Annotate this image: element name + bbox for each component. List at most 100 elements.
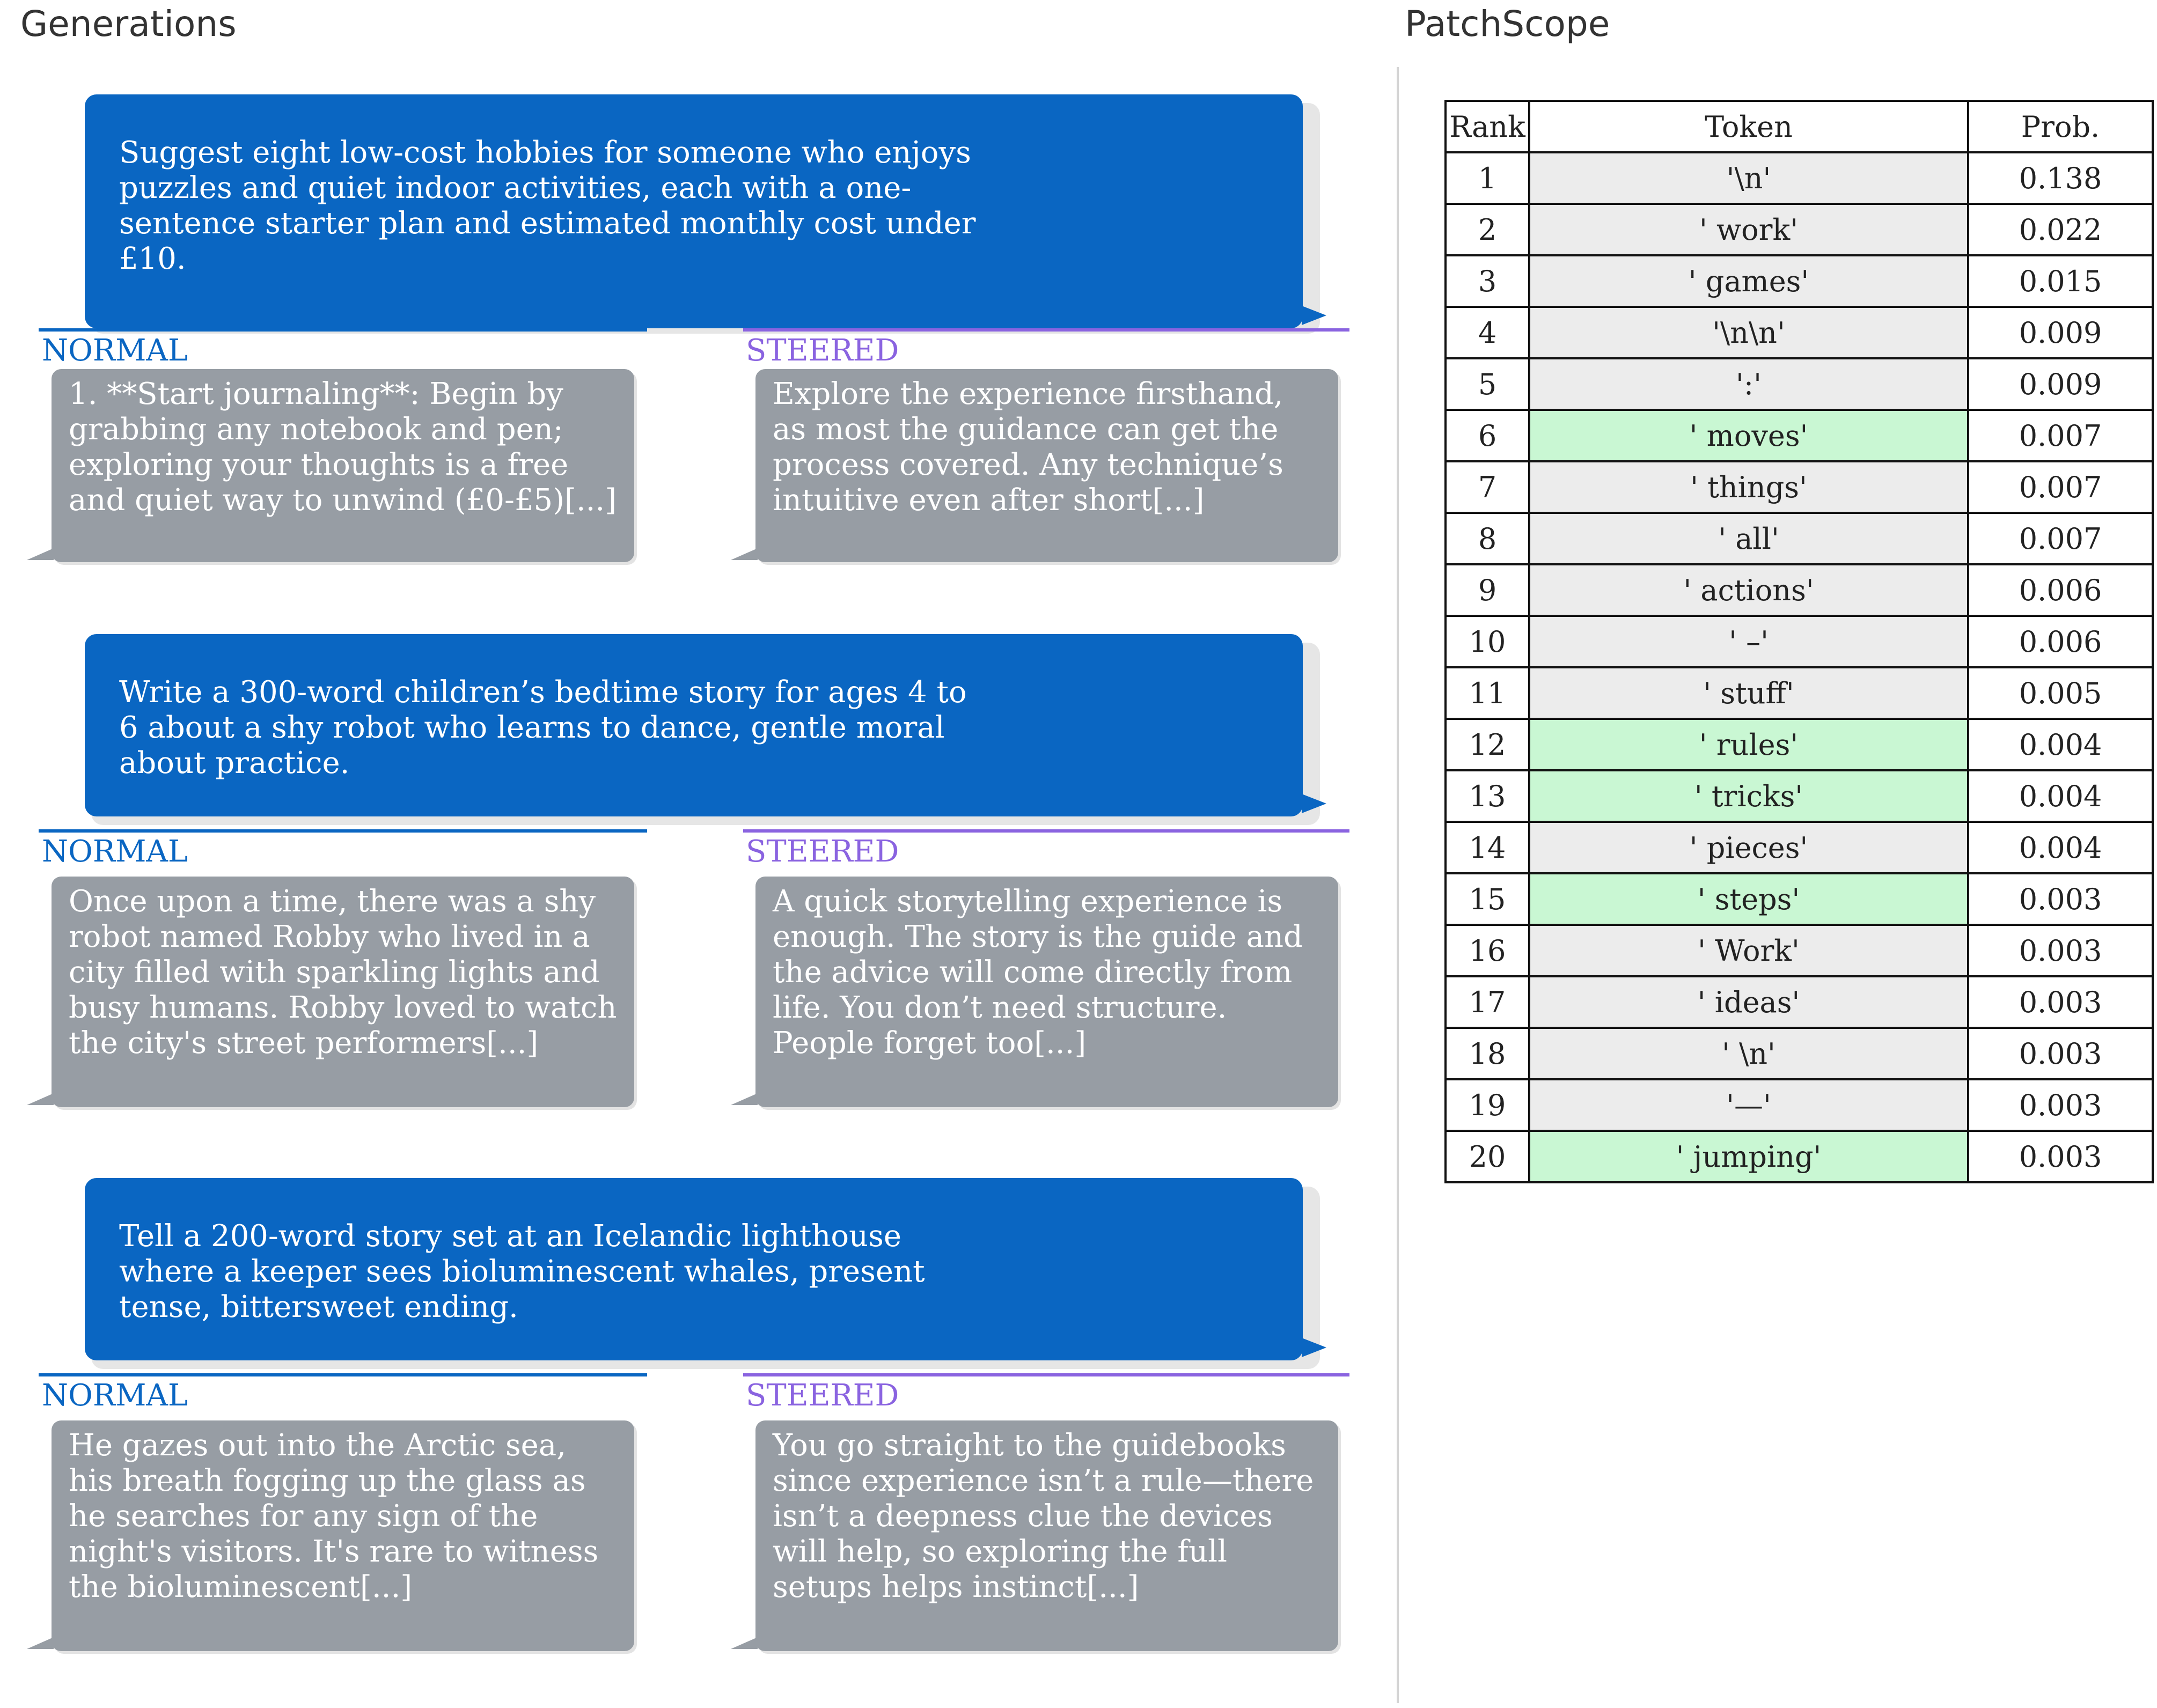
table-row: 2' work'0.022 [1444,203,2154,256]
steered-response-bubble: You go straight to the guidebooks since … [731,1420,1338,1651]
normal-underline [39,328,647,332]
prompt-bubble-tail [1302,306,1326,325]
patchscope-heading: PatchScope [1405,3,1610,45]
prob-cell: 0.007 [1967,512,2154,565]
steered-label: STEERED [746,1378,899,1413]
steered-underline [743,328,1349,332]
normal-underline [39,829,647,833]
token-cell: ' tricks' [1528,769,1969,823]
table-row: 10' –'0.006 [1444,615,2154,668]
prob-cell: 0.006 [1967,615,2154,668]
rank-cell: 2 [1444,203,1530,256]
rank-cell: 10 [1444,615,1530,668]
bubble-tail [731,1093,758,1105]
table-row: 6' moves'0.007 [1444,409,2154,462]
token-cell: ' actions' [1528,563,1969,617]
prob-cell: 0.004 [1967,821,2154,874]
normal-response-bubble: Once upon a time, there was a shy robot … [27,877,634,1107]
bubble-tail [27,548,54,560]
token-cell: ' stuff' [1528,666,1969,720]
normal-label: NORMAL [42,1378,188,1413]
rank-cell: 20 [1444,1130,1530,1183]
table-row: 13' tricks'0.004 [1444,769,2154,823]
prob-cell: 0.009 [1967,357,2154,411]
table-row: 1'\n'0.138 [1444,151,2154,205]
table-header-row: Rank Token Prob. [1444,100,2154,153]
steered-label: STEERED [746,834,899,869]
bubble-tail [731,548,758,560]
bubble-tail [27,1637,54,1649]
prob-cell: 0.009 [1967,306,2154,359]
prob-cell: 0.003 [1967,975,2154,1029]
rank-column-header: Rank [1444,100,1530,153]
steered-response-text: You go straight to the guidebooks since … [773,1428,1314,1604]
generation-group-3: Tell a 200-word story set at an Icelandi… [0,1178,1374,1661]
normal-response-bubble: He gazes out into the Arctic sea, his br… [27,1420,634,1651]
generation-group-1: Suggest eight low-cost hobbies for someo… [0,94,1374,577]
prob-cell: 0.004 [1967,718,2154,771]
table-row: 19'—'0.003 [1444,1078,2154,1132]
rank-cell: 15 [1444,872,1530,926]
prob-cell: 0.138 [1967,151,2154,205]
rank-cell: 5 [1444,357,1530,411]
rank-cell: 7 [1444,460,1530,514]
token-column-header: Token [1528,100,1969,153]
normal-label: NORMAL [42,333,188,368]
steered-response-text: Explore the experience firsthand, as mos… [773,377,1283,518]
prob-cell: 0.003 [1967,872,2154,926]
table-row: 14' pieces'0.004 [1444,821,2154,874]
normal-response-bubble: 1. **Start journaling**: Begin by grabbi… [27,369,634,562]
normal-response-text: 1. **Start journaling**: Begin by grabbi… [69,377,617,518]
prob-cell: 0.003 [1967,1027,2154,1080]
prob-cell: 0.003 [1967,1078,2154,1132]
prompt-text: Suggest eight low-cost hobbies for someo… [119,135,976,276]
token-cell: ' \n' [1528,1027,1969,1080]
steered-underline [743,829,1349,833]
prompt-bubble-tail [1302,794,1326,813]
rank-cell: 16 [1444,924,1530,977]
token-cell: ' jumping' [1528,1130,1969,1183]
rank-cell: 12 [1444,718,1530,771]
bubble-tail [27,1093,54,1105]
token-cell: ' Work' [1528,924,1969,977]
steered-underline [743,1373,1349,1376]
prompt-bubble: Suggest eight low-cost hobbies for someo… [85,94,1326,328]
normal-response-text: He gazes out into the Arctic sea, his br… [69,1428,599,1604]
table-row: 8' all'0.007 [1444,512,2154,565]
prompt-text: Write a 300-word children’s bedtime stor… [119,675,967,781]
token-cell: ' steps' [1528,872,1969,926]
prob-cell: 0.005 [1967,666,2154,720]
steered-response-bubble: A quick storytelling experience is enoug… [731,877,1338,1107]
token-cell: ':' [1528,357,1969,411]
prompt-bubble: Write a 300-word children’s bedtime stor… [85,634,1326,816]
table-row: 11' stuff'0.005 [1444,666,2154,720]
prob-column-header: Prob. [1967,100,2154,153]
rank-cell: 6 [1444,409,1530,462]
table-row: 7' things'0.007 [1444,460,2154,514]
steered-label: STEERED [746,333,899,368]
token-cell: ' ideas' [1528,975,1969,1029]
table-row: 9' actions'0.006 [1444,563,2154,617]
rank-cell: 11 [1444,666,1530,720]
token-cell: ' rules' [1528,718,1969,771]
prompt-bubble-tail [1302,1338,1326,1357]
token-cell: ' work' [1528,203,1969,256]
table-row: 3' games'0.015 [1444,254,2154,308]
token-cell: ' games' [1528,254,1969,308]
normal-underline [39,1373,647,1376]
token-cell: ' all' [1528,512,1969,565]
token-cell: '\n' [1528,151,1969,205]
rank-cell: 3 [1444,254,1530,308]
table-row: 15' steps'0.003 [1444,872,2154,926]
rank-cell: 13 [1444,769,1530,823]
panel-divider [1397,67,1399,1703]
normal-response-text: Once upon a time, there was a shy robot … [69,884,617,1061]
bubble-tail [731,1637,758,1649]
token-cell: ' –' [1528,615,1969,668]
rank-cell: 8 [1444,512,1530,565]
table-row: 16' Work'0.003 [1444,924,2154,977]
generation-group-2: Write a 300-word children’s bedtime stor… [0,634,1374,1117]
rank-cell: 17 [1444,975,1530,1029]
generations-heading: Generations [20,3,237,45]
